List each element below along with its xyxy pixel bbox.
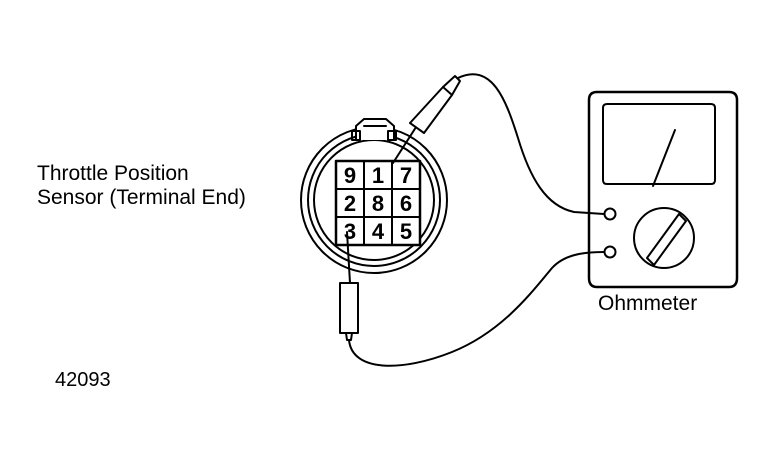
upper-test-lead <box>457 73 605 215</box>
range-selector-knob-icon <box>633 207 695 269</box>
upper-test-probe <box>392 75 461 164</box>
terminal-4: 4 <box>372 219 385 244</box>
terminal-7: 7 <box>400 163 412 188</box>
positive-jack-icon <box>603 207 617 221</box>
terminal-6: 6 <box>400 191 412 216</box>
figure-number: 42093 <box>55 369 111 391</box>
terminal-2: 2 <box>344 191 356 216</box>
meter-scale-window <box>602 103 716 185</box>
sensor-label: Throttle Position Sensor (Terminal End) <box>37 162 246 210</box>
terminal-1: 1 <box>372 163 384 188</box>
sensor-label-line1: Throttle Position <box>37 162 189 185</box>
terminal-3: 3 <box>344 219 356 244</box>
meter-needle-icon <box>652 129 676 187</box>
lower-test-lead <box>348 251 605 367</box>
negative-jack-icon <box>603 245 617 259</box>
sensor-connector <box>300 118 448 274</box>
ohmmeter-label: Ohmmeter <box>598 292 698 315</box>
lower-test-probe <box>339 231 359 341</box>
terminal-9: 9 <box>344 163 356 188</box>
terminal-5: 5 <box>400 219 412 244</box>
sensor-label-line2: Sensor (Terminal End) <box>37 186 246 209</box>
terminal-numbers: 9 1 7 2 8 6 3 4 5 <box>344 163 412 244</box>
ohmmeter <box>587 90 739 289</box>
terminal-8: 8 <box>372 191 384 216</box>
